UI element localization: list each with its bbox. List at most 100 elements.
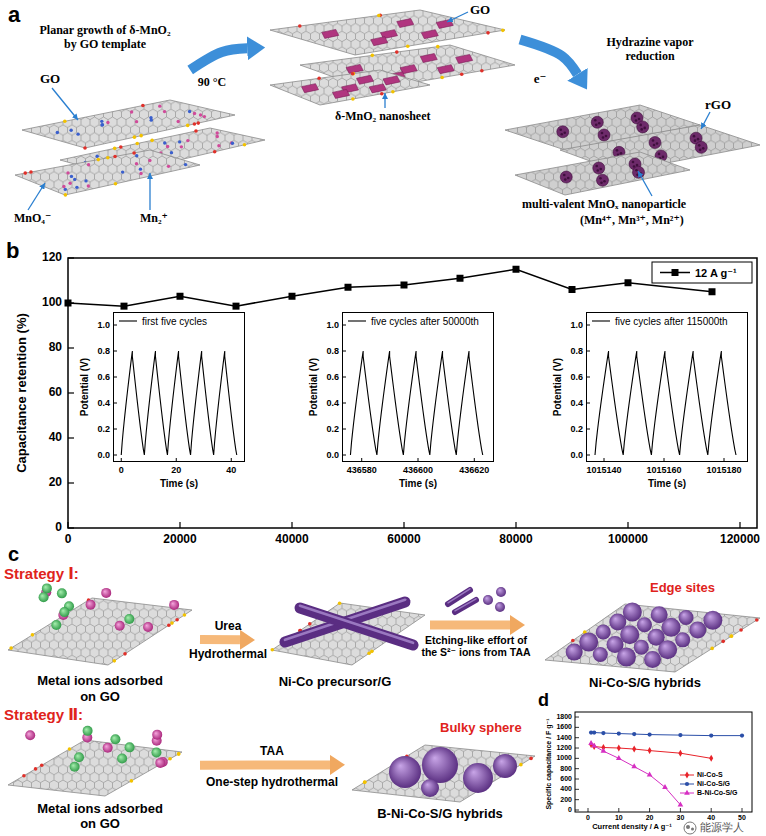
- tick-label: 1800: [556, 713, 572, 721]
- mn-ion-dot: [56, 131, 59, 134]
- particle-grain: [643, 127, 646, 130]
- axis-tick: [575, 717, 579, 718]
- node-caption: B-Ni-Co-S/G hybrids: [377, 807, 503, 822]
- sulfide-sphere: [421, 779, 439, 797]
- condition-label: One-step hydrothermal: [206, 776, 338, 790]
- arrow-label: Etching-like effort of the S²⁻ ions from…: [420, 634, 532, 658]
- permanganate-dot: [135, 120, 138, 123]
- metal-ion: [59, 607, 69, 617]
- functional-group: [194, 129, 198, 133]
- axis-tick: [68, 437, 74, 438]
- tick-label: 0.6: [326, 372, 339, 382]
- axis-tick: [575, 810, 579, 811]
- metal-ion: [124, 614, 134, 624]
- functional-group: [168, 757, 172, 761]
- tick-label: 1015160: [646, 465, 681, 475]
- permanganate-dot: [199, 113, 202, 116]
- functional-group: [755, 618, 759, 622]
- metal-ion: [115, 621, 125, 631]
- functional-group: [170, 621, 174, 625]
- functional-group: [23, 171, 27, 175]
- sulfide-sphere: [496, 587, 506, 597]
- axis-tick: [291, 522, 292, 528]
- functional-group: [721, 640, 725, 644]
- metal-ion: [103, 743, 113, 753]
- tick-label: 436620: [459, 465, 489, 475]
- particle-grain: [599, 168, 602, 171]
- metal-ion: [151, 748, 161, 758]
- legend-text: B-Ni-Co-S/G: [697, 789, 737, 797]
- particle-grain: [564, 178, 567, 181]
- node-caption: δ-MnO₂ nanosheet: [335, 110, 431, 124]
- data-marker: [617, 731, 621, 735]
- axis-tick: [68, 392, 74, 393]
- data-marker: [678, 733, 682, 737]
- data-marker: [632, 746, 636, 753]
- functional-group: [351, 72, 355, 76]
- metal-ion: [125, 742, 135, 752]
- node-caption: GO: [470, 3, 490, 18]
- node-caption: (Mn⁴⁺, Mn³⁺, Mn²⁺): [580, 214, 684, 228]
- axis-tick: [575, 737, 579, 738]
- metal-ion: [57, 588, 67, 598]
- particle-grain: [658, 153, 661, 156]
- metal-ion: [25, 730, 35, 740]
- mno2-nanosheet: [371, 37, 388, 46]
- tick-label: 0: [568, 806, 572, 814]
- mn-ion-dot: [101, 123, 104, 126]
- tick-label: 0: [586, 814, 590, 822]
- functional-group: [270, 648, 274, 652]
- sulfide-sphere: [662, 618, 681, 637]
- graphene-sheet: [545, 604, 760, 672]
- legend-box: [652, 262, 752, 283]
- tick-label: 1.0: [97, 320, 110, 330]
- axis-tick: [575, 768, 579, 769]
- axis-tick: [627, 522, 628, 528]
- mn-ion-dot: [178, 140, 181, 143]
- sulfide-sphere: [596, 625, 611, 640]
- tick-label: 100000: [608, 533, 648, 547]
- functional-group: [177, 752, 181, 756]
- particle-grain: [634, 115, 637, 118]
- node-caption: Metal ions adsorbed on GO: [31, 801, 169, 831]
- functional-group: [139, 134, 143, 138]
- functional-group: [63, 120, 67, 124]
- tick-label: 80000: [499, 533, 532, 547]
- particle-grain: [595, 165, 598, 168]
- graphene-lattice: [270, 10, 505, 55]
- functional-group: [64, 193, 68, 197]
- graphene-lattice: [15, 150, 200, 195]
- mnox-particle: [649, 137, 661, 149]
- data-marker: [457, 275, 464, 282]
- functional-group: [739, 628, 743, 632]
- functional-group: [243, 143, 247, 147]
- data-marker: [625, 279, 632, 286]
- legend-sample: [685, 782, 689, 786]
- legend-text: 12 A g⁻¹: [695, 266, 737, 279]
- functional-group: [213, 150, 217, 154]
- tick-label: 0.6: [97, 372, 110, 382]
- functional-group: [186, 124, 190, 128]
- sulfide-sphere: [483, 595, 493, 605]
- tick-label: 0.0: [570, 450, 583, 460]
- sulfide-sphere: [689, 622, 706, 639]
- leader-line: [149, 173, 150, 210]
- mnox-particle: [597, 174, 609, 186]
- data-marker: [740, 734, 744, 738]
- mnox-particle: [593, 162, 605, 174]
- data-line: [68, 269, 712, 306]
- tick-label: 200: [560, 796, 572, 804]
- tick-label: 1000: [556, 754, 572, 762]
- axis-tick: [68, 257, 74, 258]
- permanganate-dot: [130, 110, 133, 113]
- functional-group: [395, 50, 399, 54]
- functional-group: [363, 780, 367, 784]
- tick-label: 400: [560, 785, 572, 793]
- tick-label: 0.8: [97, 346, 110, 356]
- mn-ion-dot: [73, 178, 76, 181]
- process-arrow: [430, 621, 510, 630]
- particle-grain: [636, 173, 639, 176]
- metal-ion: [110, 734, 120, 744]
- axis-title: Potential (V): [552, 358, 564, 416]
